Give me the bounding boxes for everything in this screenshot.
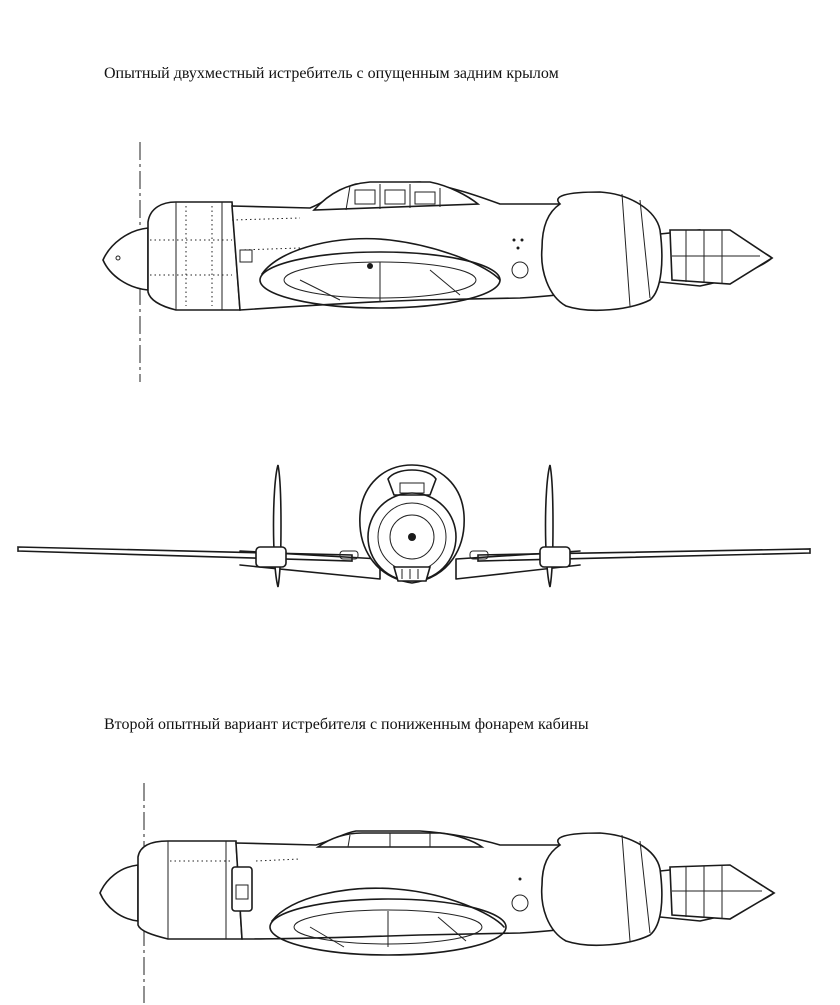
caption-first-prototype: Опытный двухместный истребитель с опущен…: [104, 65, 559, 82]
side-view-second-prototype: [0, 775, 840, 1005]
side-view-first-prototype: [0, 130, 840, 390]
caption-second-prototype: Второй опытный вариант истребителя с пон…: [104, 716, 589, 733]
front-view: [0, 455, 840, 655]
